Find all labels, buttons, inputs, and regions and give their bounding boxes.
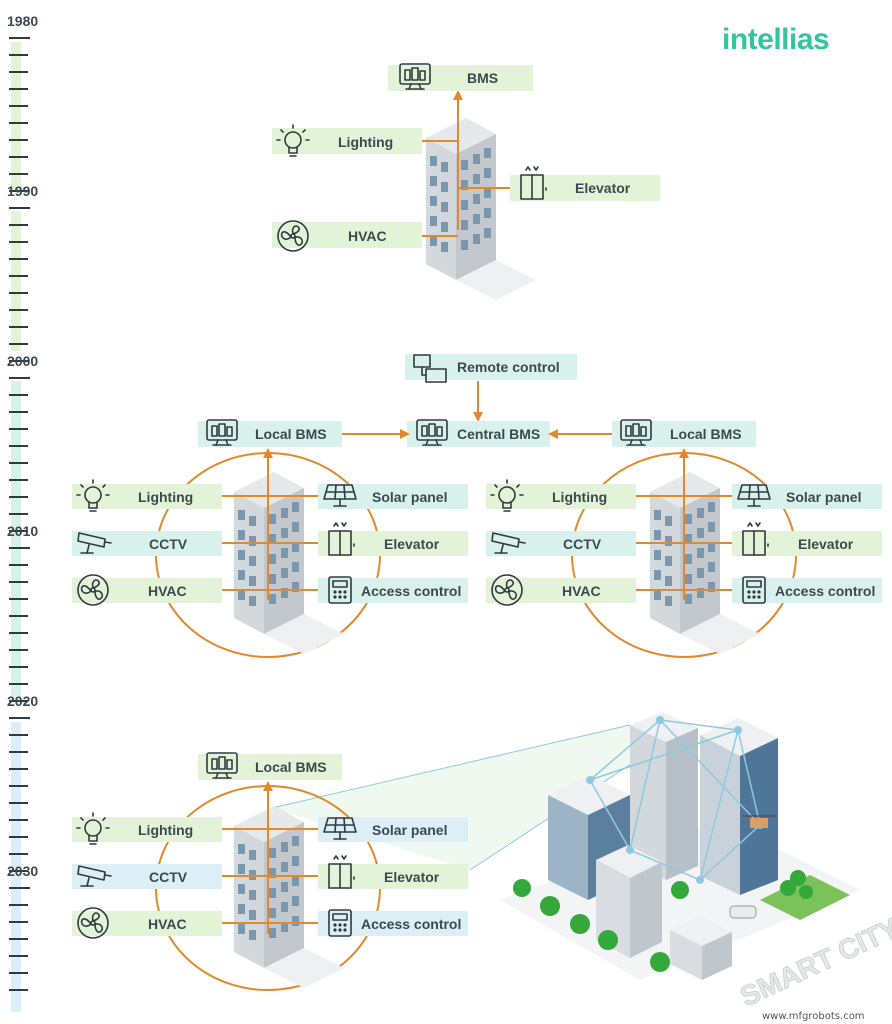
elevator-label: Elevator: [384, 869, 440, 885]
cctv-box: [486, 531, 636, 556]
cctv-box: [72, 531, 222, 556]
solar-panel-box: [318, 817, 468, 842]
access-control-box: [732, 578, 882, 603]
remote-control-label: Remote control: [457, 359, 560, 375]
era-2000s-central: Remote control Central BMS: [342, 354, 612, 447]
timeline: 1980 1990 2000 2010 2020 2030: [7, 13, 38, 1012]
access-control-box: [318, 911, 468, 936]
hvac-label: HVAC: [348, 228, 387, 244]
solar-panel-label: Solar panel: [786, 489, 861, 505]
year-2000: 2000: [7, 353, 38, 369]
smart-city-illustration: SMART CITY: [500, 712, 892, 1013]
year-1990: 1990: [7, 183, 38, 199]
elevator-box: [732, 531, 882, 556]
year-2020: 2020: [7, 693, 38, 709]
tower-small: [670, 916, 732, 980]
hvac-label: HVAC: [148, 583, 187, 599]
central-bms-box: [407, 421, 550, 447]
access-control-label: Access control: [361, 583, 461, 599]
watermark-credit: www.mfgrobots.com: [762, 1011, 865, 1022]
year-1980: 1980: [7, 13, 38, 29]
tower-left: [548, 775, 630, 900]
access-control-box: [318, 578, 468, 603]
solar-panel-box: [732, 484, 882, 509]
lighting-label: Lighting: [138, 822, 193, 838]
cctv-label: CCTV: [149, 869, 188, 885]
central-bms-label: Central BMS: [457, 426, 540, 442]
elevator-label: Elevator: [798, 536, 854, 552]
era-2000s-right-building: Local BMS Lighting CCTV HVAC Solar panel…: [486, 419, 882, 658]
solar-panel-label: Solar panel: [372, 489, 447, 505]
remote-control-box: [405, 354, 577, 380]
access-control-label: Access control: [775, 583, 875, 599]
car-icon: [729, 905, 757, 919]
elevator-label: Elevator: [384, 536, 440, 552]
hvac-label: HVAC: [562, 583, 601, 599]
lighting-label: Lighting: [138, 489, 193, 505]
cctv-box: [72, 864, 222, 889]
era-1980s: BMS Lighting Elevator HVAC: [272, 63, 660, 300]
brand-logo: intellias: [722, 23, 829, 56]
local-bms-box: [198, 754, 342, 780]
lighting-label: Lighting: [338, 134, 393, 150]
era-2020s-building: Local BMS Lighting CCTV HVAC Solar panel…: [72, 724, 661, 991]
local-bms-label: Local BMS: [670, 426, 742, 442]
bms-label: BMS: [467, 70, 498, 86]
elevator-box: [318, 864, 468, 889]
elevator-label: Elevator: [575, 180, 631, 196]
era-2000s-left-building: Local BMS Lighting CCTV HVAC Solar panel…: [72, 419, 468, 658]
year-2010: 2010: [7, 523, 38, 539]
local-bms-box: [198, 421, 342, 447]
elevator-box: [318, 531, 468, 556]
access-control-label: Access control: [361, 916, 461, 932]
solar-panel-label: Solar panel: [372, 822, 447, 838]
elevator-box: [510, 175, 660, 201]
building: [426, 118, 536, 300]
cctv-label: CCTV: [563, 536, 602, 552]
solar-panel-box: [318, 484, 468, 509]
year-2030: 2030: [7, 863, 38, 879]
hvac-label: HVAC: [148, 916, 187, 932]
local-bms-box: [612, 421, 756, 447]
drone-icon: [742, 815, 776, 828]
lighting-label: Lighting: [552, 489, 607, 505]
cctv-label: CCTV: [149, 536, 188, 552]
local-bms-label: Local BMS: [255, 759, 327, 775]
local-bms-label: Local BMS: [255, 426, 327, 442]
